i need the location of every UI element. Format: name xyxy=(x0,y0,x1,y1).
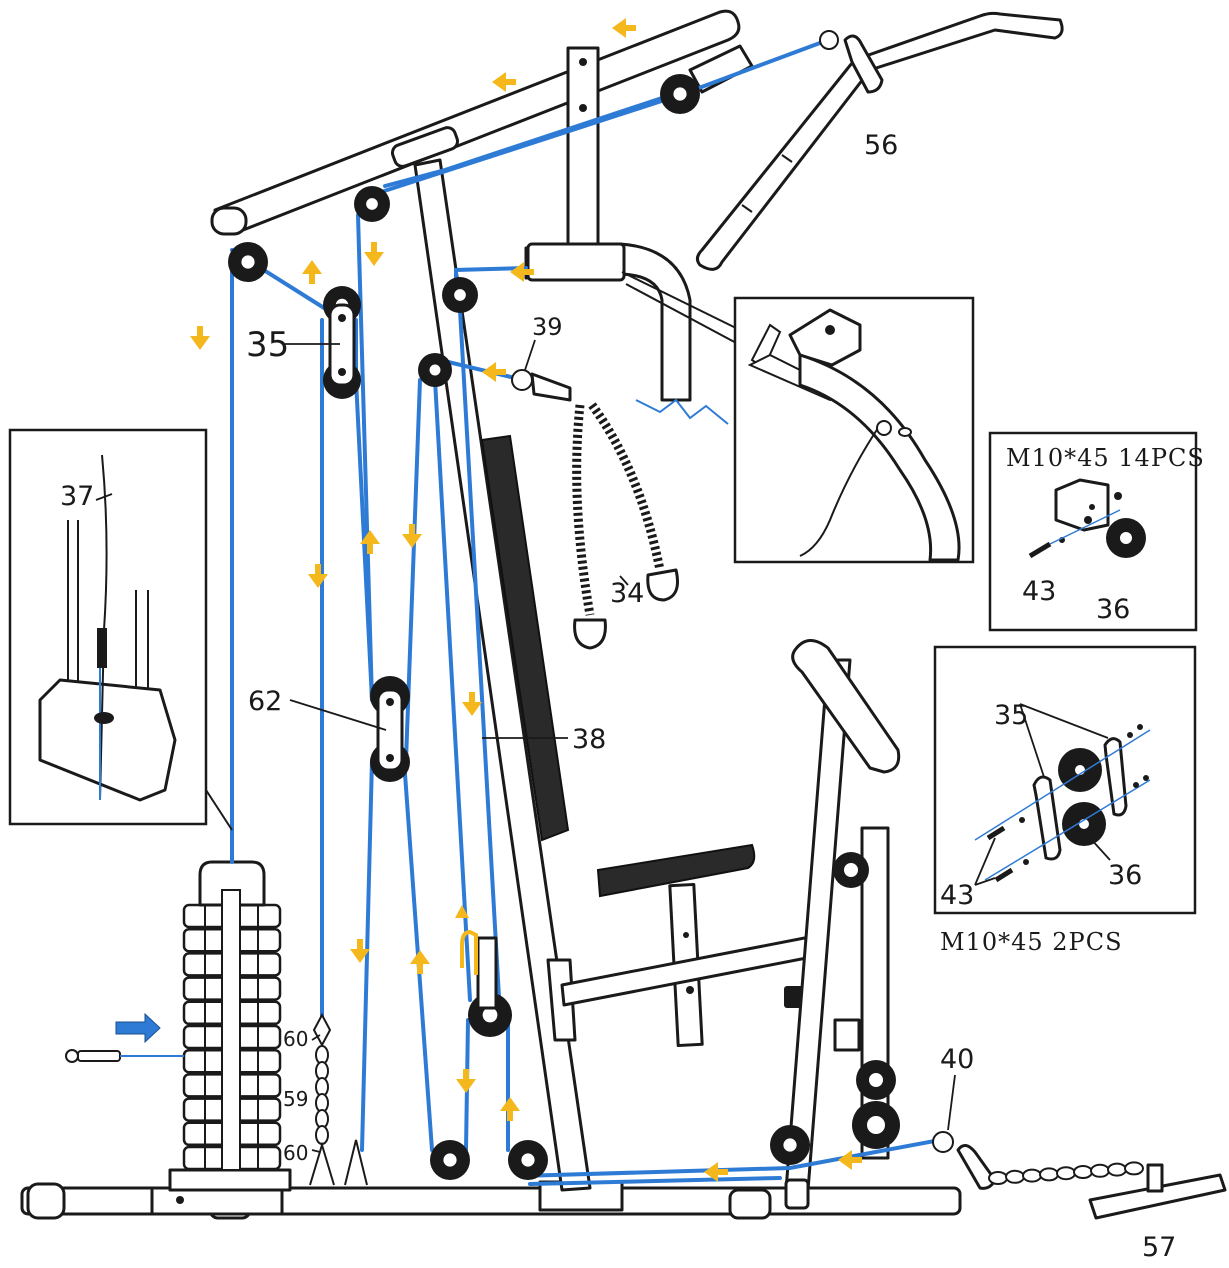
detail-box-selector-rod xyxy=(8,428,233,831)
spec-single-pulley-bolts: M10*45 14PCS xyxy=(1006,444,1205,472)
callout-40: 40 xyxy=(940,1044,974,1075)
flow-arrow-stem xyxy=(850,1157,862,1163)
chain-link xyxy=(1107,1162,1127,1177)
back-pad xyxy=(480,434,570,842)
flow-arrow-stem xyxy=(309,272,315,284)
pulley-62-bracket xyxy=(376,688,404,772)
callout-37: 37 xyxy=(60,481,94,512)
callout-60-top: 60 xyxy=(283,1027,308,1051)
weight-pin xyxy=(65,1012,184,1063)
flow-arrow-stem xyxy=(469,692,475,704)
callout-59: 59 xyxy=(283,1087,308,1111)
flow-arrow-stem xyxy=(507,1109,513,1121)
callout-36-double: 36 xyxy=(1108,860,1142,891)
flow-arrow-down xyxy=(364,252,384,266)
callout-35: 35 xyxy=(246,325,289,365)
flow-arrow-up xyxy=(302,260,322,274)
flow-arrows xyxy=(190,18,862,1182)
callout-57: 57 xyxy=(1142,1232,1176,1263)
detail-box-double-pulley xyxy=(933,645,1197,915)
main-tower xyxy=(210,9,754,1192)
flow-arrow-left xyxy=(612,18,626,38)
flow-arrow-left xyxy=(704,1162,718,1182)
callout-56: 56 xyxy=(864,130,898,161)
chain-link xyxy=(1124,1161,1144,1176)
callout-labels: 56 35 39 37 34 62 38 60 59 60 40 57 43 3… xyxy=(60,130,1205,1263)
flow-arrow-left xyxy=(492,72,506,92)
ankle-chain xyxy=(932,1131,1227,1220)
flow-arrow-left xyxy=(482,362,496,382)
flow-arrow-stem xyxy=(367,542,373,554)
leg-upright xyxy=(784,639,901,1210)
tricep-rope xyxy=(511,369,679,650)
callout-38: 38 xyxy=(572,724,606,755)
callout-60-bottom: 60 xyxy=(283,1141,308,1165)
flow-arrow-stem xyxy=(417,962,423,974)
callout-34: 34 xyxy=(610,578,644,609)
flow-arrow-down xyxy=(462,702,482,716)
pulley-hub xyxy=(441,1151,459,1169)
callout-39: 39 xyxy=(532,313,563,341)
pulley-hub xyxy=(452,287,468,303)
chain-link xyxy=(1039,1167,1059,1182)
chain-link xyxy=(315,1125,329,1145)
chain-link xyxy=(1090,1163,1110,1178)
base-frame xyxy=(20,1180,962,1220)
flow-arrow-stem xyxy=(463,1069,469,1081)
flow-arrow-down xyxy=(402,534,422,548)
flow-arrow-up xyxy=(360,530,380,544)
lat-bar xyxy=(695,11,1064,271)
chain-link xyxy=(1073,1165,1093,1179)
weight-stack xyxy=(168,860,292,1192)
flow-arrow-stem xyxy=(716,1169,728,1175)
floating-pulley-bracket xyxy=(455,905,498,1010)
flow-arrow-stem xyxy=(371,242,377,254)
pulley-hub xyxy=(519,1151,537,1169)
callout-43-double: 43 xyxy=(940,880,974,911)
flow-arrow-stem xyxy=(494,369,506,375)
seat-assembly xyxy=(546,843,824,1048)
flow-arrow-stem xyxy=(315,564,321,576)
flow-arrow-stem xyxy=(504,79,516,85)
spec-double-pulley-bolts: M10*45 2PCS xyxy=(940,928,1123,956)
detail-box-single-pulley xyxy=(988,431,1198,632)
flow-arrow-up xyxy=(410,950,430,964)
flow-arrow-stem xyxy=(522,269,534,275)
callout-36-single: 36 xyxy=(1096,594,1130,625)
flow-arrow-left xyxy=(838,1150,852,1170)
callout-62: 62 xyxy=(248,686,282,717)
pulley-hub xyxy=(239,253,257,271)
flow-arrow-stem xyxy=(409,524,415,536)
chain-link xyxy=(1005,1169,1025,1184)
flow-arrow-down xyxy=(350,949,370,963)
pulley-hub xyxy=(427,362,443,378)
callout-35-double: 35 xyxy=(994,700,1028,731)
pulley-35-bracket xyxy=(328,303,356,387)
flow-arrow-left xyxy=(510,262,524,282)
chain-link xyxy=(988,1171,1008,1185)
pulley-hub xyxy=(781,1136,799,1154)
flow-arrow-down xyxy=(190,336,210,350)
chain-link xyxy=(1056,1166,1076,1181)
detail-box-press-arm xyxy=(733,296,975,564)
pulley-hub xyxy=(671,85,689,103)
chain-link xyxy=(1022,1168,1042,1183)
flow-arrow-stem xyxy=(197,326,203,338)
callout-43-single: 43 xyxy=(1022,576,1056,607)
flow-arrow-stem xyxy=(624,25,636,31)
flow-arrow-stem xyxy=(357,939,363,951)
flow-arrow-up xyxy=(500,1097,520,1111)
pulley-hub xyxy=(364,196,380,212)
flow-arrow-down xyxy=(456,1079,476,1093)
flow-arrow-down xyxy=(308,574,328,588)
leader-lines xyxy=(285,339,956,1153)
chain-assembly xyxy=(309,1012,368,1186)
